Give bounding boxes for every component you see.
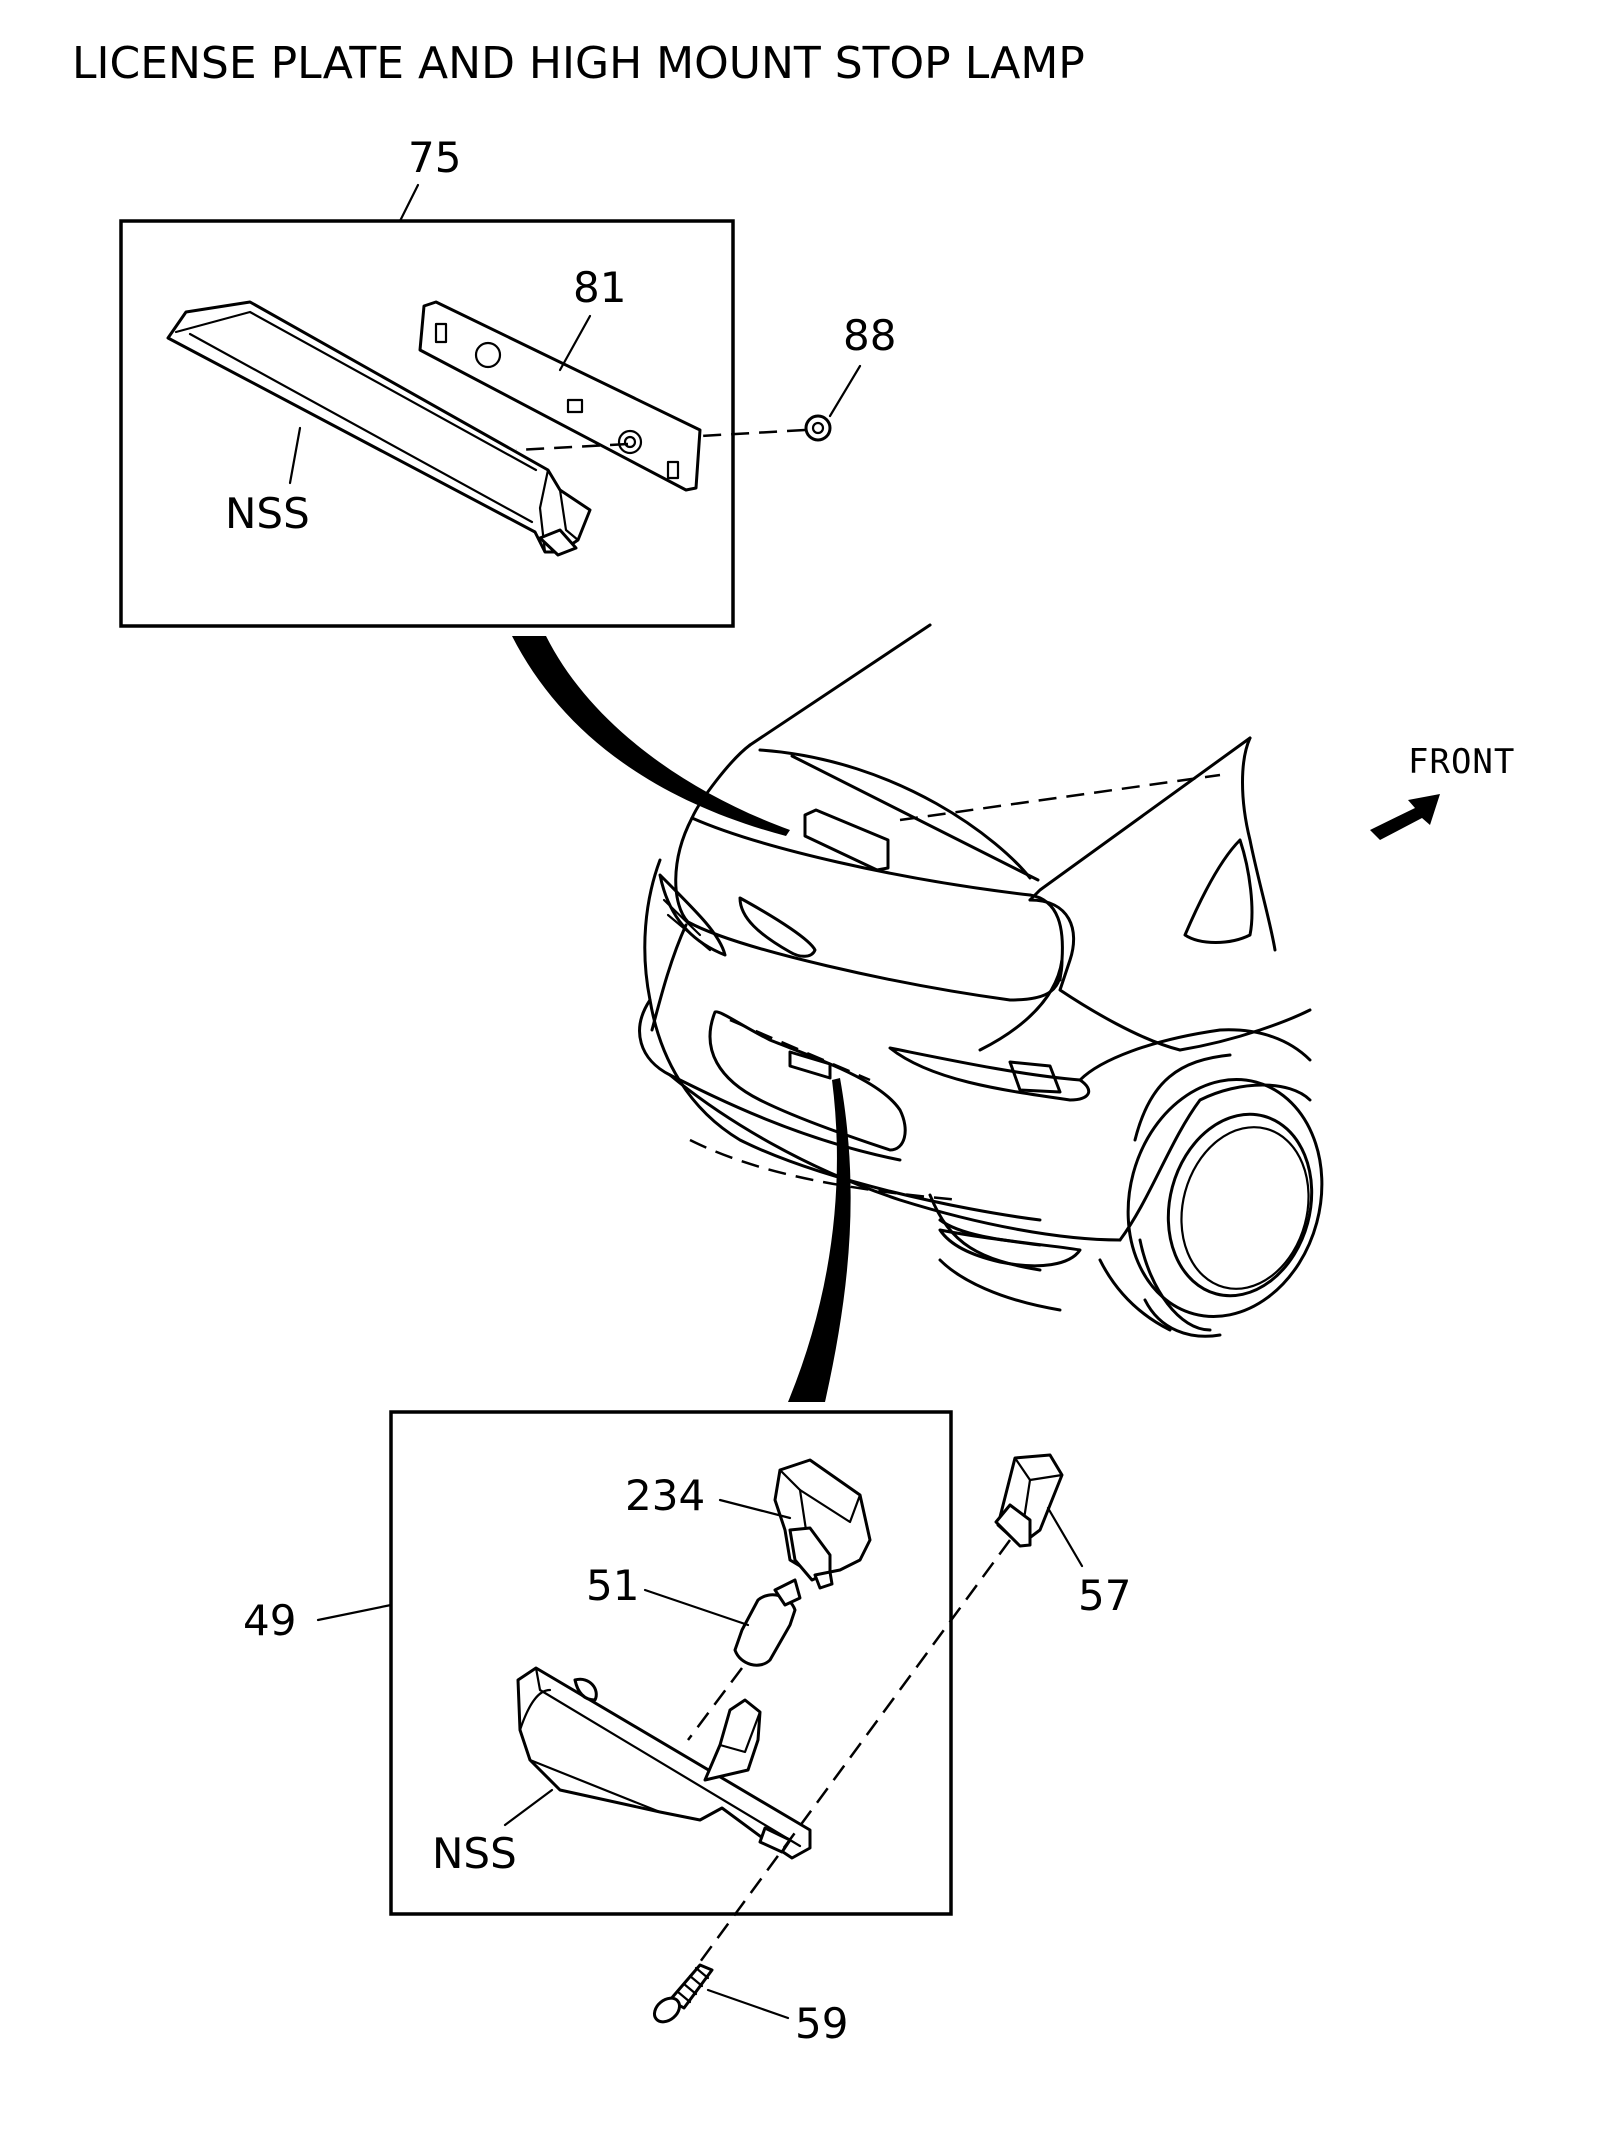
callout-nss-top: NSS	[225, 489, 310, 538]
leader-234	[718, 1498, 792, 1520]
front-direction-indicator: FRONT	[1370, 742, 1515, 840]
leader-nss-top	[288, 426, 302, 485]
leader-57	[1046, 1506, 1084, 1568]
callout-81: 81	[573, 263, 626, 312]
vehicle-rear	[638, 623, 1324, 1338]
callout-49: 49	[243, 1596, 296, 1645]
callout-234: 234	[625, 1471, 705, 1520]
license-plate-lamp-inset: 49 234 51 NSS	[243, 1410, 953, 1916]
callout-88: 88	[843, 311, 896, 360]
leader-51	[643, 1588, 750, 1627]
socket-234	[773, 1458, 872, 1590]
leader-75	[398, 183, 420, 223]
stop-lamp-body	[166, 300, 592, 557]
clip-57	[994, 1453, 1064, 1548]
callout-75: 75	[408, 133, 461, 182]
rear-wheel	[1126, 1078, 1324, 1318]
gasket-81	[418, 300, 702, 492]
callout-57: 57	[1078, 1571, 1131, 1620]
pointer-top-inset	[512, 636, 790, 836]
inset-frame-bottom	[389, 1410, 953, 1916]
screw-59	[652, 1963, 714, 2024]
leader-nss-bottom	[503, 1788, 554, 1827]
bulb-51	[733, 1578, 802, 1667]
callout-nss-bottom: NSS	[432, 1829, 517, 1878]
diagram-title: LICENSE PLATE AND HIGH MOUNT STOP LAMP	[72, 38, 1085, 89]
high-mount-stop-lamp-inset: 75 81 88	[119, 133, 896, 628]
fastener-path-88	[515, 428, 806, 452]
front-arrow-icon	[1370, 794, 1440, 840]
lamp-housing	[516, 1666, 812, 1860]
nut-88	[804, 414, 832, 442]
leader-88	[828, 364, 862, 418]
callout-59: 59	[795, 1999, 848, 2048]
fastener-path-57-59	[698, 1539, 1012, 1963]
leader-81	[558, 314, 592, 372]
front-label: FRONT	[1408, 742, 1515, 782]
inset-frame-top	[119, 219, 735, 628]
leader-59	[706, 1988, 790, 2020]
bulb-path-51	[687, 1667, 743, 1741]
leader-49	[316, 1603, 393, 1622]
pointer-bottom-inset	[788, 1078, 851, 1402]
callout-51: 51	[586, 1561, 639, 1610]
